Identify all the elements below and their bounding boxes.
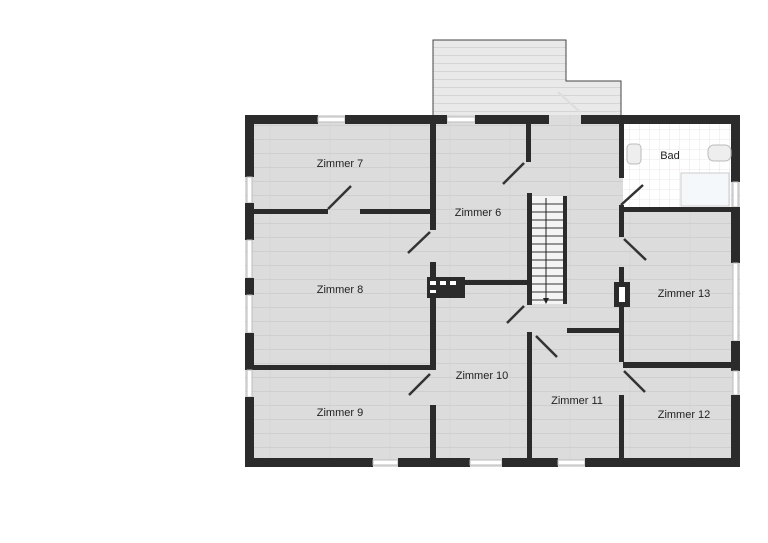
room-label-zimmer-9: Zimmer 9 bbox=[317, 407, 363, 419]
room-label-zimmer-6: Zimmer 6 bbox=[455, 207, 501, 219]
shower-tray bbox=[680, 172, 730, 207]
room-label-zimmer-10: Zimmer 10 bbox=[456, 370, 509, 382]
sink bbox=[626, 143, 642, 165]
balcony bbox=[432, 39, 622, 118]
interior-walls bbox=[254, 124, 740, 467]
toilet bbox=[707, 144, 732, 162]
room-label-zimmer-13: Zimmer 13 bbox=[658, 288, 711, 300]
room-label-zimmer-7: Zimmer 7 bbox=[317, 158, 363, 170]
room-label-zimmer-8: Zimmer 8 bbox=[317, 284, 363, 296]
room-label-bad: Bad bbox=[660, 150, 680, 162]
bath-fixtures bbox=[626, 143, 732, 207]
room-label-zimmer-12: Zimmer 12 bbox=[658, 409, 711, 421]
room-label-zimmer-11: Zimmer 11 bbox=[551, 395, 603, 407]
staircase bbox=[532, 196, 563, 304]
doors bbox=[327, 91, 647, 396]
